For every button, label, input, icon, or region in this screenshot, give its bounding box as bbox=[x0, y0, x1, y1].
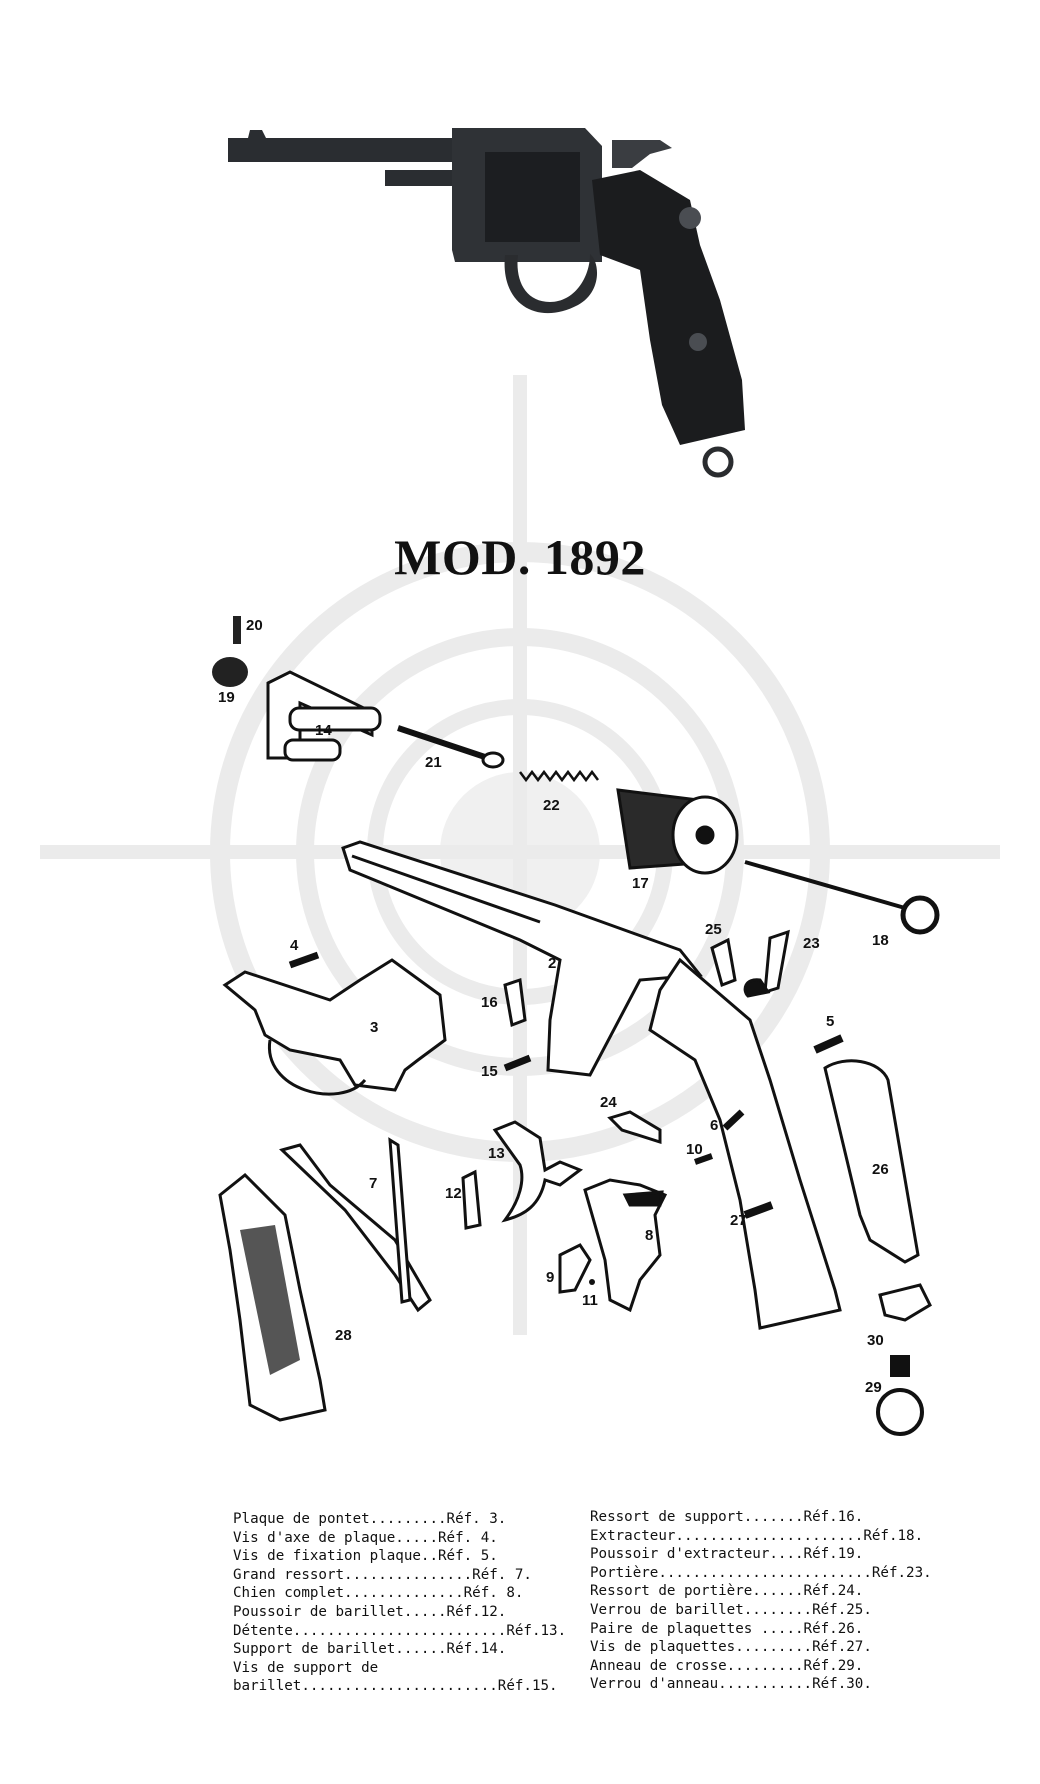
parts-legend-left: Plaque de pontet.........Réf. 3. Vis d'ax… bbox=[233, 1510, 566, 1696]
legend-entry: barillet.......................Réf.15. bbox=[233, 1678, 558, 1695]
part-12-cylinder-pusher: 12 bbox=[445, 1169, 482, 1230]
part-number-27: 27 bbox=[730, 1212, 747, 1229]
part-27-screw: 27 bbox=[730, 1201, 774, 1229]
part-15-screw: 15 bbox=[481, 1054, 532, 1080]
legend-entry: Verrou d'anneau...........Réf.30. bbox=[590, 1676, 872, 1693]
legend-entry: Paire de plaquettes .....Réf.26. bbox=[590, 1620, 864, 1637]
part-number-5: 5 bbox=[826, 1013, 834, 1030]
part-number-26: 26 bbox=[872, 1161, 889, 1178]
part-4-screw: 4 bbox=[288, 937, 320, 969]
legend-entry: Ressort de support.......Réf.16. bbox=[590, 1509, 864, 1525]
part-number-13: 13 bbox=[488, 1145, 505, 1162]
part-number-20: 20 bbox=[246, 617, 263, 634]
part-7-mainspring: 7 bbox=[279, 1137, 432, 1313]
part-number-8: 8 bbox=[645, 1227, 653, 1244]
part-number-22: 22 bbox=[543, 797, 560, 814]
part-number-7: 7 bbox=[369, 1175, 377, 1192]
part-number-19: 19 bbox=[218, 689, 235, 706]
part-number-11: 11 bbox=[582, 1292, 598, 1309]
part-10-pin: 10 bbox=[686, 1141, 713, 1165]
part-26-grip-panel: 26 bbox=[823, 1059, 920, 1264]
part-number-4: 4 bbox=[290, 937, 299, 954]
part-29-lanyard-ring: 29 bbox=[865, 1355, 924, 1436]
part-30-ring-latch: 30 bbox=[867, 1283, 932, 1349]
legend-entry: Vis de fixation plaque..Réf. 5. bbox=[233, 1548, 498, 1565]
legend-entry: Grand ressort...............Réf. 7. bbox=[233, 1566, 532, 1583]
legend-entry: Extracteur......................Réf.18. bbox=[590, 1527, 924, 1544]
part-number-29: 29 bbox=[865, 1379, 882, 1396]
part-14-cylinder-support: 14 bbox=[266, 670, 382, 762]
legend-entry: Détente.........................Réf.13. bbox=[233, 1622, 567, 1639]
part-20-screw: 20 bbox=[233, 616, 263, 644]
part-17-cylinder: 17 bbox=[616, 788, 739, 892]
legend-entry: Vis de plaquettes.........Réf.27. bbox=[590, 1639, 872, 1656]
part-8-hammer: 8 bbox=[583, 1178, 668, 1313]
part-number-2: 2 bbox=[548, 955, 556, 972]
part-number-30: 30 bbox=[867, 1332, 884, 1349]
part-24-gate-spring: 24 bbox=[600, 1094, 662, 1145]
part-22-spring: 22 bbox=[519, 769, 599, 814]
part-number-6: 6 bbox=[710, 1117, 718, 1134]
part-number-24: 24 bbox=[600, 1094, 617, 1111]
legend-entry: Portière.........................Réf.23. bbox=[590, 1564, 932, 1581]
part-number-3: 3 bbox=[370, 1019, 378, 1036]
legend-entry: Anneau de crosse.........Réf.29. bbox=[590, 1657, 864, 1674]
part-28-grip-panel: 28 bbox=[218, 1172, 352, 1422]
parts-legend-right: Ressort de support.......Réf.16. Extracte… bbox=[590, 1508, 932, 1694]
part-5-screw: 5 bbox=[813, 1013, 844, 1054]
part-number-9: 9 bbox=[546, 1269, 554, 1286]
revolver-photo bbox=[228, 128, 745, 478]
part-number-28: 28 bbox=[335, 1327, 352, 1344]
part-number-25: 25 bbox=[705, 921, 722, 938]
legend-entry: Chien complet..............Réf. 8. bbox=[233, 1585, 524, 1602]
legend-entry: Verrou de barillet........Réf.25. bbox=[590, 1601, 872, 1618]
part-13-trigger: 13 bbox=[488, 1120, 584, 1223]
part-number-10: 10 bbox=[686, 1141, 703, 1158]
part-number-17: 17 bbox=[632, 875, 649, 892]
part-number-21: 21 bbox=[425, 754, 442, 771]
part-number-12: 12 bbox=[445, 1185, 462, 1202]
part-18-extractor: 18 bbox=[744, 860, 940, 949]
part-2-frame: 2 bbox=[341, 840, 703, 1077]
part-23-loading-gate: 23 bbox=[743, 929, 820, 998]
grip-frame bbox=[648, 957, 842, 1330]
part-number-15: 15 bbox=[481, 1063, 498, 1080]
part-3-trigger-guard-plate: 3 bbox=[222, 958, 447, 1096]
legend-entry: Poussoir de barillet.....Réf.12. bbox=[233, 1603, 507, 1620]
model-title: MOD. 1892 bbox=[394, 529, 646, 585]
legend-entry: Vis d'axe de plaque.....Réf. 4. bbox=[233, 1529, 498, 1546]
legend-entry: Poussoir d'extracteur....Réf.19. bbox=[590, 1546, 864, 1563]
part-16-support-spring: 16 bbox=[481, 977, 527, 1028]
legend-entry: Support de barillet......Réf.14. bbox=[233, 1641, 507, 1658]
part-9-pawl: 9 bbox=[546, 1243, 592, 1294]
part-25-cylinder-latch: 25 bbox=[705, 921, 737, 987]
part-number-16: 16 bbox=[481, 994, 498, 1011]
legend-entry: Ressort de portière......Réf.24. bbox=[590, 1583, 864, 1600]
legend-entry: Vis de support de bbox=[233, 1659, 379, 1676]
part-number-14: 14 bbox=[315, 722, 332, 739]
part-number-18: 18 bbox=[872, 932, 889, 949]
part-21-rod: 21 bbox=[397, 725, 505, 771]
part-6-screw: 6 bbox=[710, 1109, 745, 1134]
legend-entry: Plaque de pontet.........Réf. 3. bbox=[233, 1511, 507, 1527]
part-number-23: 23 bbox=[803, 935, 820, 952]
part-11-pin: 11 bbox=[582, 1279, 598, 1309]
part-19-extractor-pusher: 19 bbox=[212, 657, 248, 706]
